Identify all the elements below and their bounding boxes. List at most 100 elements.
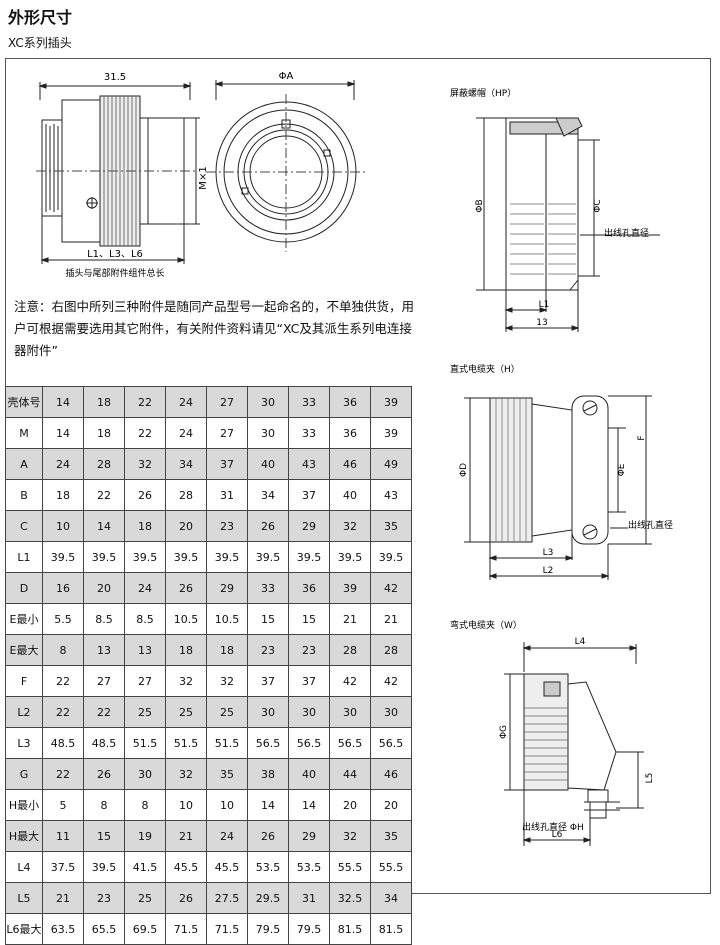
row-label: L1 — [5, 541, 43, 573]
table-cell: 27 — [83, 665, 125, 697]
row-label: G — [5, 758, 43, 790]
table-cell: 32 — [165, 665, 207, 697]
table-cell: 56.5 — [288, 727, 330, 759]
table-cell: 15 — [83, 820, 125, 852]
w-dim-g: ΦG — [499, 725, 509, 739]
table-cell: 18 — [124, 510, 166, 542]
table-cell: 44 — [329, 758, 371, 790]
table-cell: 48.5 — [42, 727, 84, 759]
table-cell: 79.5 — [288, 913, 330, 945]
table-cell: 14 — [42, 386, 84, 418]
table-cell: 8.5 — [83, 603, 125, 635]
table-cell: 26 — [247, 510, 289, 542]
h-title: 直式电缆夹（H） — [450, 363, 520, 375]
table-cell: 45.5 — [165, 851, 207, 883]
table-cell: 46 — [370, 758, 412, 790]
table-cell: 22 — [83, 479, 125, 511]
table-cell: 40 — [247, 448, 289, 480]
table-cell: 39.5 — [124, 541, 166, 573]
table-cell: 26 — [247, 820, 289, 852]
table-cell: 19 — [124, 820, 166, 852]
row-label: L6最大 — [5, 913, 43, 945]
row-label: L3 — [5, 727, 43, 759]
hp-title: 屏蔽螺帽（HP） — [450, 87, 516, 99]
table-cell: 37 — [247, 665, 289, 697]
table-cell: 28 — [83, 448, 125, 480]
table-cell: 25 — [124, 696, 166, 728]
table-cell: 49 — [370, 448, 412, 480]
table-cell: 18 — [83, 417, 125, 449]
h-exit-label: 出线孔直径 — [628, 519, 673, 531]
table-cell: 65.5 — [83, 913, 125, 945]
table-cell: 8.5 — [124, 603, 166, 635]
table-cell: 32 — [124, 448, 166, 480]
table-cell: 23 — [247, 634, 289, 666]
table-cell: 28 — [329, 634, 371, 666]
table-cell: 22 — [83, 696, 125, 728]
table-cell: 45.5 — [206, 851, 248, 883]
table-cell: 31 — [206, 479, 248, 511]
table-cell: 46 — [329, 448, 371, 480]
table-cell: 10.5 — [165, 603, 207, 635]
table-cell: 32.5 — [329, 882, 371, 914]
table-cell: 18 — [165, 634, 207, 666]
dim-caption: 插头与尾部附件组件总长 — [65, 267, 164, 279]
w-exit-label: 出线孔直径 ΦH — [522, 821, 584, 833]
table-cell: 22 — [42, 696, 84, 728]
table-cell: 39.5 — [288, 541, 330, 573]
table-cell: 37 — [288, 479, 330, 511]
table-cell: 55.5 — [370, 851, 412, 883]
h-drawing: 直式电缆夹（H） ΦD ΦE F 出线孔直径 L3 L2 — [450, 363, 673, 580]
table-cell: 27.5 — [206, 882, 248, 914]
page-title: 外形尺寸 — [8, 8, 73, 27]
table-cell: 26 — [165, 882, 207, 914]
note-text: 注意：右图中所列三种附件是随同产品型号一起命名的，不单独供货，用户可根据需要选用… — [14, 299, 415, 358]
row-label: E最小 — [5, 603, 43, 635]
table-cell: 10 — [206, 789, 248, 821]
table-cell: 30 — [124, 758, 166, 790]
table-cell: 56.5 — [370, 727, 412, 759]
table-cell: 39 — [370, 417, 412, 449]
table-cell: 32 — [206, 665, 248, 697]
row-label: L5 — [5, 882, 43, 914]
table-cell: 24 — [124, 572, 166, 604]
hp-dim-c: ΦC — [593, 199, 603, 212]
table-cell: 21 — [329, 603, 371, 635]
table-cell: 26 — [83, 758, 125, 790]
table-cell: 16 — [42, 572, 84, 604]
row-label: 壳体号 — [5, 386, 43, 418]
table-cell: 29 — [288, 510, 330, 542]
plug-drawing: 31.5 M×1 L1、L3、L6 插头与尾部附件组件总长 ΦA — [36, 71, 366, 279]
table-cell: 39.5 — [247, 541, 289, 573]
table-cell: 36 — [329, 417, 371, 449]
table-cell: 13 — [83, 634, 125, 666]
table-cell: 27 — [206, 386, 248, 418]
table-cell: 71.5 — [165, 913, 207, 945]
table-cell: 31 — [288, 882, 330, 914]
table-cell: 25 — [206, 696, 248, 728]
table-cell: 14 — [42, 417, 84, 449]
hp-drawing: 屏蔽螺帽（HP） ΦB ΦC 出线孔直径 L1 13 — [450, 87, 660, 332]
table-cell: 55.5 — [329, 851, 371, 883]
table-cell: 10 — [42, 510, 84, 542]
table-cell: 24 — [42, 448, 84, 480]
table-cell: 39.5 — [165, 541, 207, 573]
table-cell: 8 — [124, 789, 166, 821]
table-cell: 40 — [288, 758, 330, 790]
table-cell: 34 — [247, 479, 289, 511]
table-cell: 81.5 — [370, 913, 412, 945]
table-cell: 51.5 — [165, 727, 207, 759]
table-cell: 29 — [288, 820, 330, 852]
table-cell: 34 — [165, 448, 207, 480]
table-cell: 42 — [370, 572, 412, 604]
table-cell: 13 — [124, 634, 166, 666]
table-cell: 39.5 — [370, 541, 412, 573]
table-cell: 18 — [42, 479, 84, 511]
